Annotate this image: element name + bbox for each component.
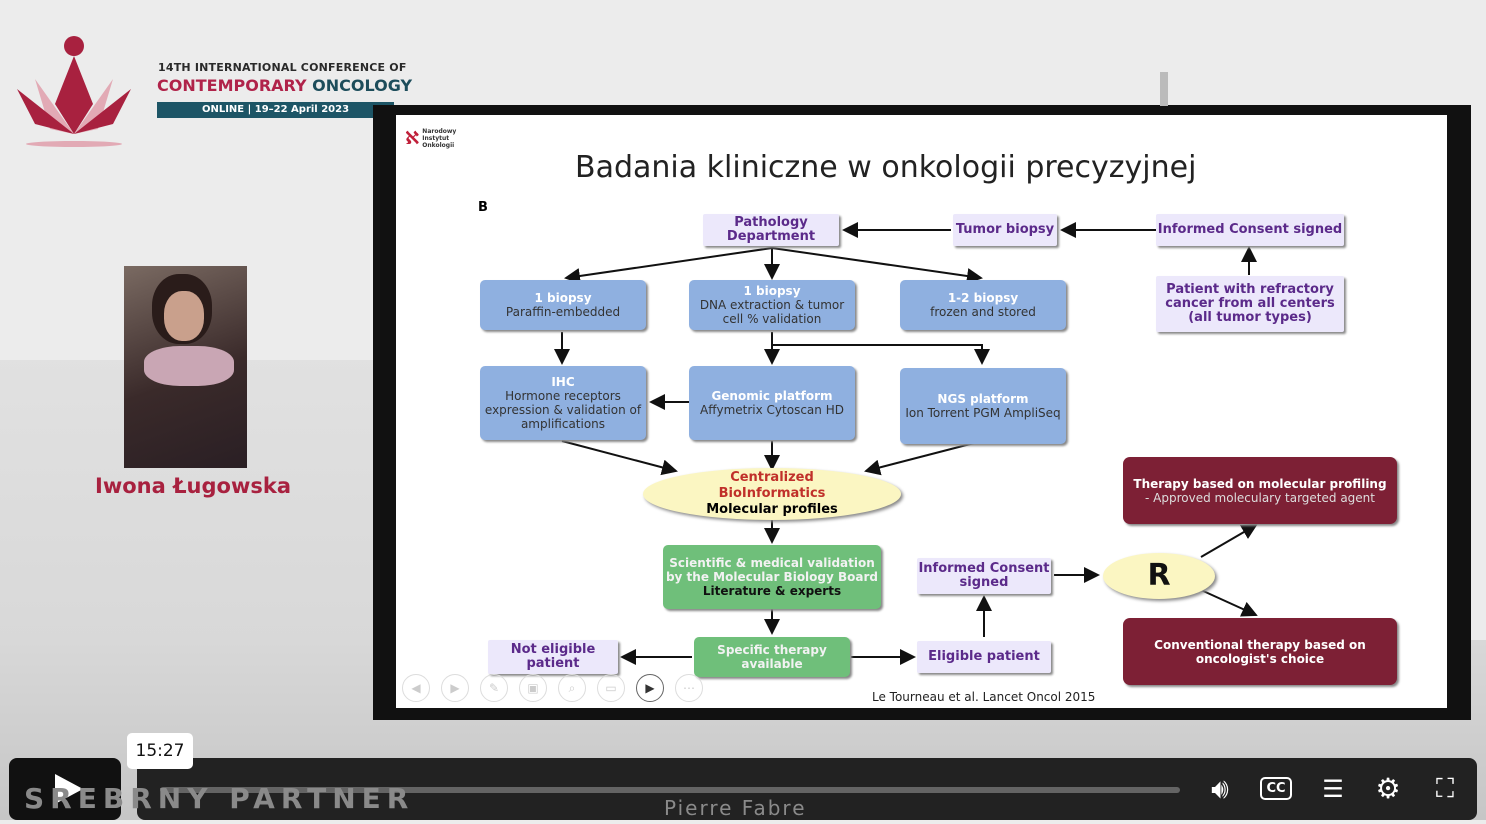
node-informed-consent-top: Informed Consent signed	[1156, 214, 1344, 246]
next-slide-icon[interactable]: ▶	[441, 674, 469, 702]
play-button[interactable]	[9, 758, 121, 820]
pen-icon[interactable]: ✎	[480, 674, 508, 702]
flowchart-arrows	[554, 222, 1258, 665]
node-text: - Approved moleculary targeted agent	[1145, 490, 1375, 505]
node-title: IHC	[551, 375, 575, 389]
node-scientific-validation: Scientific & medical validation by the M…	[663, 545, 881, 609]
citation: Le Tourneau et al. Lancet Oncol 2015	[872, 690, 1096, 704]
conference-title-line1: 14TH INTERNATIONAL CONFERENCE OF	[158, 61, 407, 74]
node-title: Genomic platform	[711, 389, 833, 403]
node-therapy-conventional: Conventional therapy based on oncologist…	[1123, 618, 1397, 685]
speaker-name: Iwona Ługowska	[95, 474, 292, 498]
play-icon	[55, 774, 83, 804]
zoom-icon[interactable]: ⌕	[558, 674, 586, 702]
node-title: NGS platform	[937, 392, 1029, 406]
captions-icon[interactable]: CC	[1256, 772, 1296, 806]
title-contemporary: CONTEMPORARY	[157, 76, 307, 95]
more-icon[interactable]: ⋯	[675, 674, 703, 702]
node-text: Paraffin-embedded	[505, 305, 621, 319]
partner-watermark: SREBRNY PARTNER	[24, 782, 415, 815]
node-text: Literature & experts	[702, 584, 842, 598]
title-oncology: ONCOLOGY	[312, 76, 413, 95]
subtitles-icon[interactable]: ▭	[597, 674, 625, 702]
panel-label: B	[478, 200, 488, 215]
node-text: Affymetrix Cytoscan HD	[700, 403, 844, 417]
node-title: Centralized	[730, 470, 814, 485]
node-patient: Patient with refractory cancer from all …	[1156, 276, 1344, 332]
node-title: 1 biopsy	[534, 291, 592, 305]
background-statue	[1160, 72, 1168, 106]
node-text: Hormone receptors expression & validatio…	[484, 389, 642, 431]
node-title: BioInformatics	[718, 486, 826, 501]
sponsor-watermark: Pierre Fabre	[664, 796, 807, 820]
conference-dates: ONLINE | 19–22 April 2023	[157, 102, 394, 118]
node-text: Molecular profiles	[706, 502, 838, 517]
settings-icon[interactable]: ⚙	[1375, 772, 1401, 805]
node-randomization: R	[1103, 553, 1215, 599]
node-eligible: Eligible patient	[917, 641, 1051, 673]
slides-icon[interactable]: ▣	[519, 674, 547, 702]
node-text: DNA extraction & tumor cell % validation	[699, 298, 845, 326]
slide-title: Badania kliniczne w onkologii precyzyjne…	[575, 150, 1197, 185]
volume-icon[interactable]: 🔊︎	[1211, 772, 1229, 805]
node-text: Ion Torrent PGM AmpliSeq	[905, 406, 1061, 420]
node-title: Therapy based on molecular profiling	[1133, 476, 1387, 491]
node-title: 1 biopsy	[743, 284, 801, 298]
progress-track[interactable]	[160, 787, 1180, 793]
node-tumor-biopsy: Tumor biopsy	[953, 214, 1057, 246]
fullscreen-icon[interactable]: ⛶	[1435, 774, 1455, 804]
transcript-icon[interactable]: ☰	[1322, 775, 1344, 803]
time-tooltip: 15:27	[127, 733, 193, 769]
conference-logo	[17, 36, 131, 147]
node-therapy-molecular: Therapy based on molecular profiling- Ap…	[1123, 457, 1397, 524]
prev-slide-icon[interactable]: ◀	[402, 674, 430, 702]
node-informed-consent-mid: Informed Consent signed	[917, 558, 1051, 594]
node-title: 1-2 biopsy	[947, 291, 1019, 305]
conference-title-line2: CONTEMPORARY ONCOLOGY	[157, 76, 412, 95]
node-text: Scientific & medical validation by the M…	[665, 556, 879, 584]
speaker-video	[124, 266, 247, 468]
node-specific-therapy: Specific therapy available	[694, 637, 850, 677]
camera-icon[interactable]: ▶	[636, 674, 664, 702]
node-not-eligible: Not eligible patient	[488, 640, 618, 674]
node-text: frozen and stored	[930, 305, 1036, 319]
node-pathology-department: Pathology Department	[703, 214, 839, 246]
player-control-bar	[137, 758, 1477, 820]
